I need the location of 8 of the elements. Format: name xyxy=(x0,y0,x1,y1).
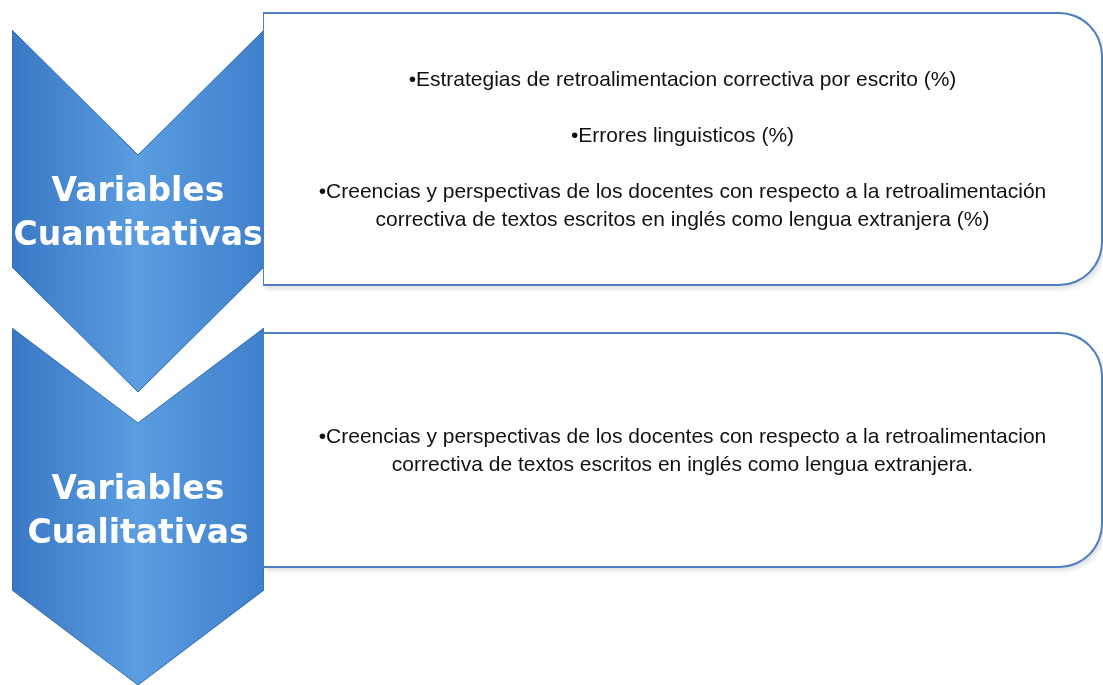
text-panel xyxy=(263,12,1103,286)
chevron-label: Variables Cualitativas xyxy=(26,467,250,553)
chevron-label: Variables Cuantitativas xyxy=(12,169,264,255)
bullet-text: •Errores linguisticos (%) xyxy=(570,122,795,148)
text-panel xyxy=(263,332,1103,568)
bullet-text: •Estrategias de retroalimentacion correctiva por escrito (%) xyxy=(408,66,957,92)
bullet-text: •Creencias y perspectivas de los docentes con respecto a la retroalimentacion correctiva de textos escritos en inglés como lengua extranjera. xyxy=(317,423,1048,477)
bullet-text: •Creencias y perspectivas de los docentes con respecto a la retroalimentación correctiva de textos escritos en inglés como lengua extranjera (%) xyxy=(317,178,1048,232)
